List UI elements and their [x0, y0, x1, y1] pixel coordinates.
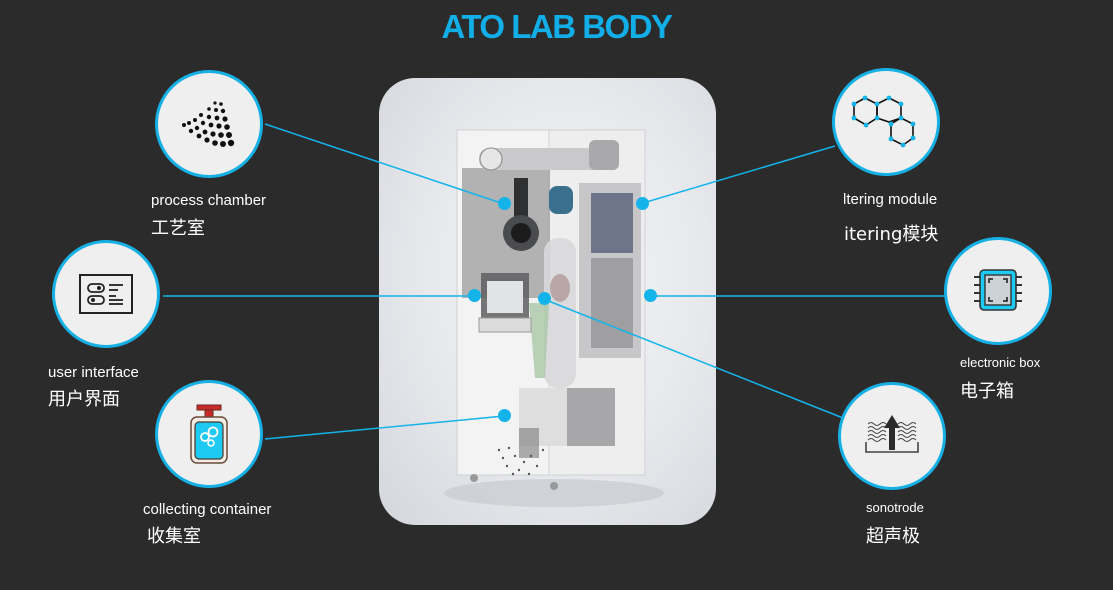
user-interface-label-en: user interface — [48, 364, 139, 381]
collecting-container-label-en: collecting container — [143, 501, 272, 518]
hexagon-molecule-icon — [851, 95, 916, 148]
control-panel-icon — [79, 274, 133, 314]
user-interface-node[interactable] — [52, 240, 160, 348]
sonotrode-label-zh: 超声极 — [866, 526, 920, 547]
electronic-box-label-zh: 电子箱 — [960, 381, 1014, 402]
process-chamber-label-zh: 工艺室 — [151, 218, 205, 239]
user-interface-marker[interactable] — [468, 289, 481, 302]
filtering-module-label-en: ltering module — [843, 191, 938, 208]
sonotrode-marker[interactable] — [538, 292, 551, 305]
sonotrode-label-en: sonotrode — [866, 500, 924, 515]
filtering-module-marker[interactable] — [636, 197, 649, 210]
ultrasonic-wave-icon — [865, 415, 919, 453]
process-chamber-node[interactable] — [155, 70, 263, 178]
electronic-box-marker[interactable] — [644, 289, 657, 302]
electronic-box-label-en: electronic box — [960, 355, 1041, 370]
pump-bottle-icon — [190, 404, 228, 464]
electronic-box-node[interactable] — [944, 237, 1052, 345]
process-chamber-label-en: process chamber — [151, 192, 267, 209]
sonotrode-node[interactable] — [838, 382, 946, 490]
filtering-module-node[interactable] — [832, 68, 940, 176]
microchip-icon — [974, 269, 1022, 311]
page-title: ATO LAB BODY — [441, 8, 673, 45]
user-interface-label-zh: 用户界面 — [48, 389, 120, 410]
process-chamber-marker[interactable] — [498, 197, 511, 210]
collecting-container-node[interactable] — [155, 380, 263, 488]
filtering-module-label-zh: itering模块 — [844, 224, 939, 245]
collecting-container-label-zh: 收集室 — [147, 526, 201, 547]
particle-spray-icon — [182, 101, 235, 147]
collecting-container-marker[interactable] — [498, 409, 511, 422]
